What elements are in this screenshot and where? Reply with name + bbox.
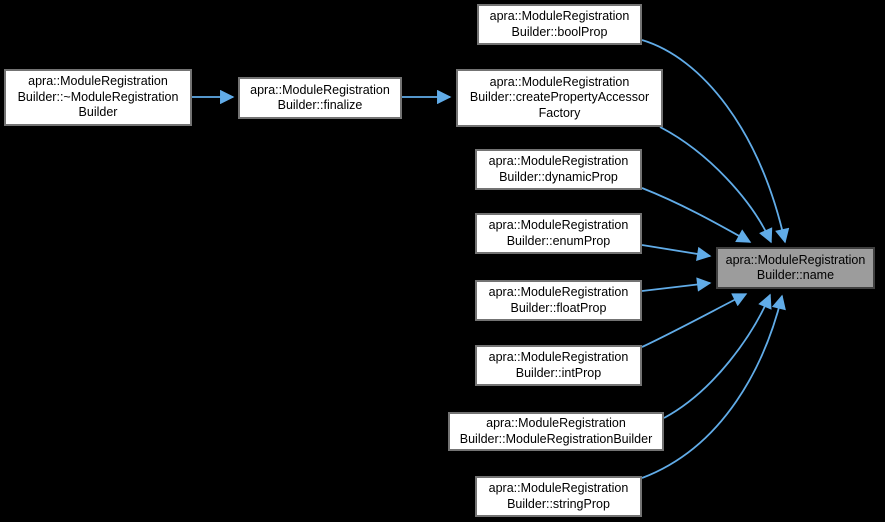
edge-stringprop-to-name (641, 294, 786, 479)
node-destructor[interactable]: apra::ModuleRegistration Builder::~Modul… (4, 69, 192, 126)
edge-createpropertyaccessorfactory-to-name (659, 126, 773, 244)
node-dynamicprop[interactable]: apra::ModuleRegistration Builder::dynami… (475, 149, 642, 190)
edge-floatprop-to-name (641, 277, 712, 292)
node-enumprop[interactable]: apra::ModuleRegistration Builder::enumPr… (475, 213, 642, 254)
node-floatprop[interactable]: apra::ModuleRegistration Builder::floatP… (475, 280, 642, 321)
node-createpropertyaccessorfactory[interactable]: apra::ModuleRegistration Builder::create… (456, 69, 663, 127)
edge-dynamicprop-to-name (641, 187, 752, 243)
node-stringprop[interactable]: apra::ModuleRegistration Builder::string… (475, 476, 642, 517)
edge-boolprop-to-name (641, 39, 790, 244)
edge-enumprop-to-name (641, 244, 712, 262)
node-finalize[interactable]: apra::ModuleRegistration Builder::finali… (238, 77, 402, 119)
edge-intprop-to-name (641, 293, 748, 348)
node-moduleregistrationbuilder[interactable]: apra::ModuleRegistration Builder::Module… (448, 412, 664, 451)
node-boolprop[interactable]: apra::ModuleRegistration Builder::boolPr… (477, 4, 642, 45)
node-intprop[interactable]: apra::ModuleRegistration Builder::intPro… (475, 345, 642, 386)
node-name-target: apra::ModuleRegistration Builder::name (716, 247, 875, 289)
edge-moduleregistrationbuilder-to-name (663, 293, 772, 419)
